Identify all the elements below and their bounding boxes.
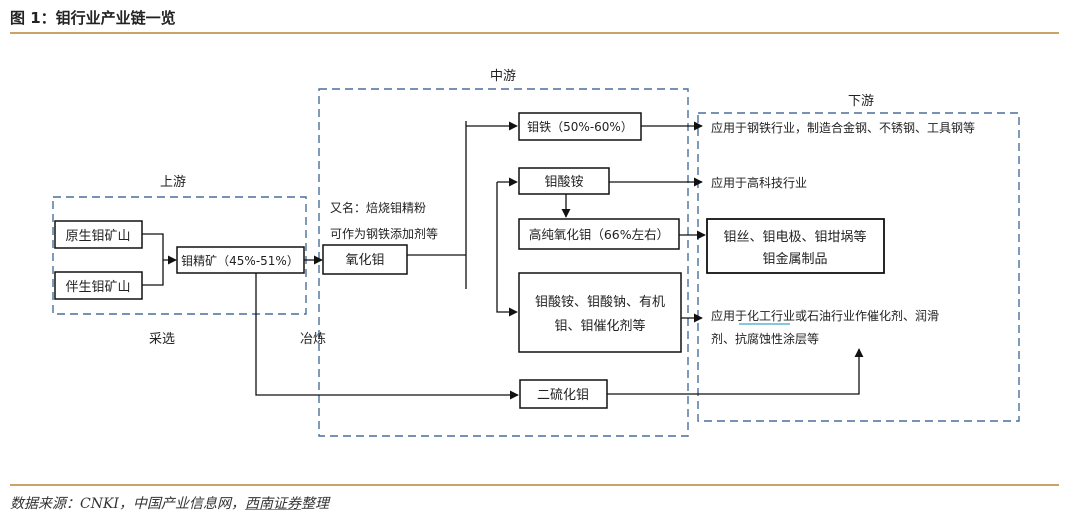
concentrate-box: [176, 246, 305, 274]
alias-annotation: 又名：焙烧钼精粉: [330, 200, 426, 215]
catalyst-application-line1: 应用于化工行业或石油行业作催化剂、润滑: [711, 308, 939, 323]
arrow-concentrate-disulfide: [255, 273, 519, 400]
oxide-label: 氧化钼: [345, 253, 384, 268]
ammonium-box: [518, 167, 610, 195]
associated-mine-label: 伴生钼矿山: [65, 280, 130, 295]
steel-application: 应用于钢铁行业，制造合金钢、不锈钢、工具钢等: [711, 120, 975, 135]
high-purity-label: 高纯氧化钼（66%左右）: [529, 227, 669, 242]
concentrate-label: 钼精矿（45%-51%）: [181, 254, 299, 268]
hightech-application: 应用于高科技行业: [711, 175, 807, 190]
midstream-label: 中游: [490, 69, 516, 84]
oxide-box: [322, 244, 408, 275]
arrow-to-chemicals: [496, 182, 518, 317]
associated-mine-box: [54, 271, 143, 300]
metal-products-line2: 钼金属制品: [762, 251, 827, 267]
source-prefix: 数据来源：CNKI，中国产业信息网，: [10, 496, 245, 512]
ammonium-label: 钼酸铵: [544, 175, 583, 190]
high-purity-box: [518, 218, 680, 250]
arrow-disulfide-catalyst: [607, 348, 864, 395]
ferromoly-label: 钼铁（50%-60%）: [527, 120, 633, 134]
downstream-region: [697, 112, 1020, 422]
ferromoly-box: [518, 112, 642, 141]
oxide-trunk: [407, 121, 467, 289]
primary-mine-label: 原生钼矿山: [65, 229, 130, 244]
bottom-rule: [10, 484, 1059, 486]
upstream-label: 上游: [160, 175, 186, 190]
chemicals-label-line1: 钼酸铵、钼酸钠、有机: [535, 295, 665, 310]
source-note: 数据来源：CNKI，中国产业信息网，西南证券整理: [10, 493, 329, 513]
upstream-region: [52, 196, 307, 315]
mine-connector: [142, 233, 176, 286]
source-highlight: 西南证券: [244, 496, 301, 512]
metal-products-line1: 钼丝、钼电极、钼坩埚等: [723, 229, 866, 245]
disulfide-box: [519, 379, 608, 409]
primary-mine-box: [54, 220, 143, 249]
midstream-region: [318, 88, 689, 437]
figure-title: 图 1：钼行业产业链一览: [10, 9, 176, 27]
top-rule: [10, 32, 1059, 34]
source-suffix: 整理: [300, 496, 329, 512]
mining-label: 采选: [149, 332, 175, 347]
smelting-label: 冶炼: [300, 332, 326, 347]
downstream-label: 下游: [848, 94, 874, 109]
chemicals-label-line2: 钼、钼催化剂等: [554, 318, 645, 334]
chemicals-box: [518, 272, 682, 353]
additive-annotation: 可作为钢铁添加剂等: [330, 226, 438, 241]
catalyst-application-line2: 剂、抗腐蚀性涂层等: [711, 331, 819, 346]
metal-products-box: [706, 218, 885, 274]
disulfide-label: 二硫化钼: [537, 388, 589, 403]
